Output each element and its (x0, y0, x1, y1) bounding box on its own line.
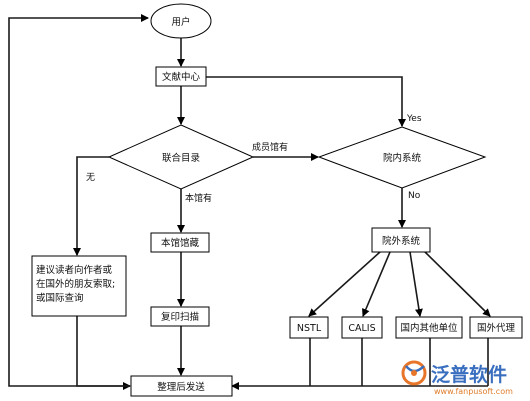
edge-suggest-to-send (76, 316, 131, 390)
this-library-holds-label: 本馆馆藏 (161, 237, 200, 249)
node-calis: CALIS (341, 316, 383, 339)
user-label: 用户 (171, 16, 190, 28)
node-suggest: 建议读者向作者或 在国外的朋友索取; 或国际查询 (31, 255, 127, 317)
watermark-url: www.fanpusoft.com (434, 387, 513, 396)
node-nstl: NSTL (289, 316, 329, 339)
user-terminator (150, 3, 212, 39)
node-domestic-units: 国内其他单位 (395, 316, 463, 339)
foreign-agents-box (469, 316, 523, 339)
calis-box (341, 316, 383, 339)
edge-label-none: 无 (86, 172, 95, 183)
node-union-catalog: 联合目录 (107, 124, 255, 190)
in-library-system-label: 院内系统 (383, 152, 422, 164)
suggest-box (31, 255, 127, 317)
node-outside-system: 院外系统 (371, 227, 431, 253)
this-library-holds-box (150, 232, 210, 253)
photocopy-scan-box (150, 306, 210, 327)
edge-center-to-inlib (206, 76, 406, 127)
node-sort-send: 整理后发送 (130, 375, 233, 397)
domestic-units-box (395, 316, 463, 339)
nstl-box (289, 316, 329, 339)
nstl-label: NSTL (297, 323, 322, 334)
suggest-line-3: 或国际查询 (36, 292, 84, 304)
edge-outside-to-foreign (424, 251, 491, 317)
watermark-logo: 泛普软件 www.fanpusoft.com (401, 360, 513, 396)
sort-send-box (130, 375, 233, 397)
domestic-units-label: 国内其他单位 (400, 322, 458, 334)
in-library-system-diamond (317, 126, 487, 189)
edge-outside-to-nstl (308, 251, 381, 317)
outside-system-label: 院外系统 (382, 235, 421, 247)
connectors (8, 14, 491, 390)
edge-send-to-user (8, 14, 149, 387)
node-user: 用户 (150, 3, 212, 39)
node-this-library-holds: 本馆馆藏 (150, 232, 210, 253)
edge-label-member-library: 成员馆有 (252, 141, 288, 153)
node-photocopy-scan: 复印扫描 (150, 306, 210, 327)
edge-label-no: No (408, 191, 421, 201)
edge-outside-to-calis (362, 251, 391, 317)
literature-center-label: 文献中心 (162, 71, 201, 83)
edge-label-yes: Yes (406, 114, 422, 124)
suggest-line-2: 在国外的朋友索取; (36, 278, 115, 290)
edge-outside-to-domestic (409, 251, 423, 317)
photocopy-scan-label: 复印扫描 (161, 311, 200, 323)
logo-swirl-icon (401, 360, 427, 386)
union-catalog-diamond (107, 124, 255, 190)
foreign-agents-label: 国外代理 (477, 322, 516, 334)
calis-label: CALIS (348, 323, 375, 334)
watermark-brand: 泛普软件 (431, 363, 507, 386)
node-foreign-agents: 国外代理 (469, 316, 523, 339)
union-catalog-label: 联合目录 (162, 152, 201, 164)
edge-catalog-to-suggest (73, 156, 109, 256)
sort-send-label: 整理后发送 (157, 381, 205, 393)
outside-system-box (371, 227, 431, 253)
literature-center-box (155, 66, 207, 87)
edge-label-this-library-has: 本馆有 (185, 192, 212, 204)
node-literature-center: 文献中心 (155, 66, 207, 87)
node-in-library-system: 院内系统 (317, 126, 487, 189)
suggest-line-1: 建议读者向作者或 (36, 264, 113, 276)
